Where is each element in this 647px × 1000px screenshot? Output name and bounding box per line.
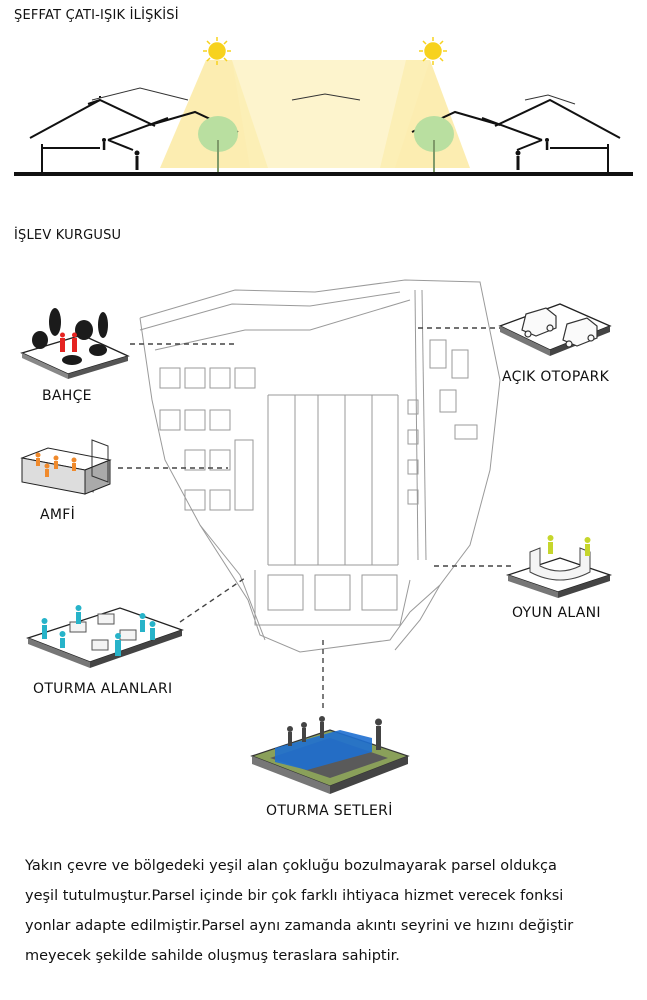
tree-icon [414,116,454,172]
amphitheatre-vignette [20,439,112,495]
seating-terraces-vignette [250,716,410,794]
label-oturma-alanlari: OTURMA ALANLARI [33,681,173,697]
building-left [29,96,239,172]
person-icon [102,138,549,170]
paragraph-line: Yakın çevre ve bölgedeki yeşil alan çokl… [25,858,557,874]
section-heading-roof-light: ŞEFFAT ÇATI-IŞIK İLİŞKİSİ [14,8,179,23]
label-oturma-setleri: OTURMA SETLERİ [266,803,393,819]
playground-vignette [505,535,613,598]
seating-areas-vignette [26,605,184,668]
paragraph-line: yeşil tutulmuştur.Parsel içinde bir çok … [25,888,564,904]
description-paragraph: Yakın çevre ve bölgedeki yeşil alan çokl… [25,851,635,971]
leader-oturma-alanlari [179,577,246,623]
section-heading-function: İŞLEV KURGUSU [14,228,122,243]
car-icon [521,307,557,338]
label-oyun-alani: OYUN ALANI [512,605,601,621]
sun-icon [203,37,231,65]
site-plan-diagram [20,279,613,794]
label-bahce: BAHÇE [42,388,92,404]
car-icon [562,317,598,348]
paragraph-line: yonlar adapte edilmiştir.Parsel aynı zam… [25,918,574,934]
parking-vignette [498,303,612,356]
roof-light-section-diagram [14,37,633,176]
label-acik-otopark: AÇIK OTOPARK [502,369,610,385]
label-amfi: AMFİ [40,507,76,523]
sun-icon [419,37,447,65]
paragraph-line: meyecek şekilde sahilde oluşmuş teraslar… [25,948,400,964]
site-plan [139,279,501,653]
tree-icon [198,116,238,172]
light-beam-center [232,60,430,168]
garden-vignette [20,308,130,379]
